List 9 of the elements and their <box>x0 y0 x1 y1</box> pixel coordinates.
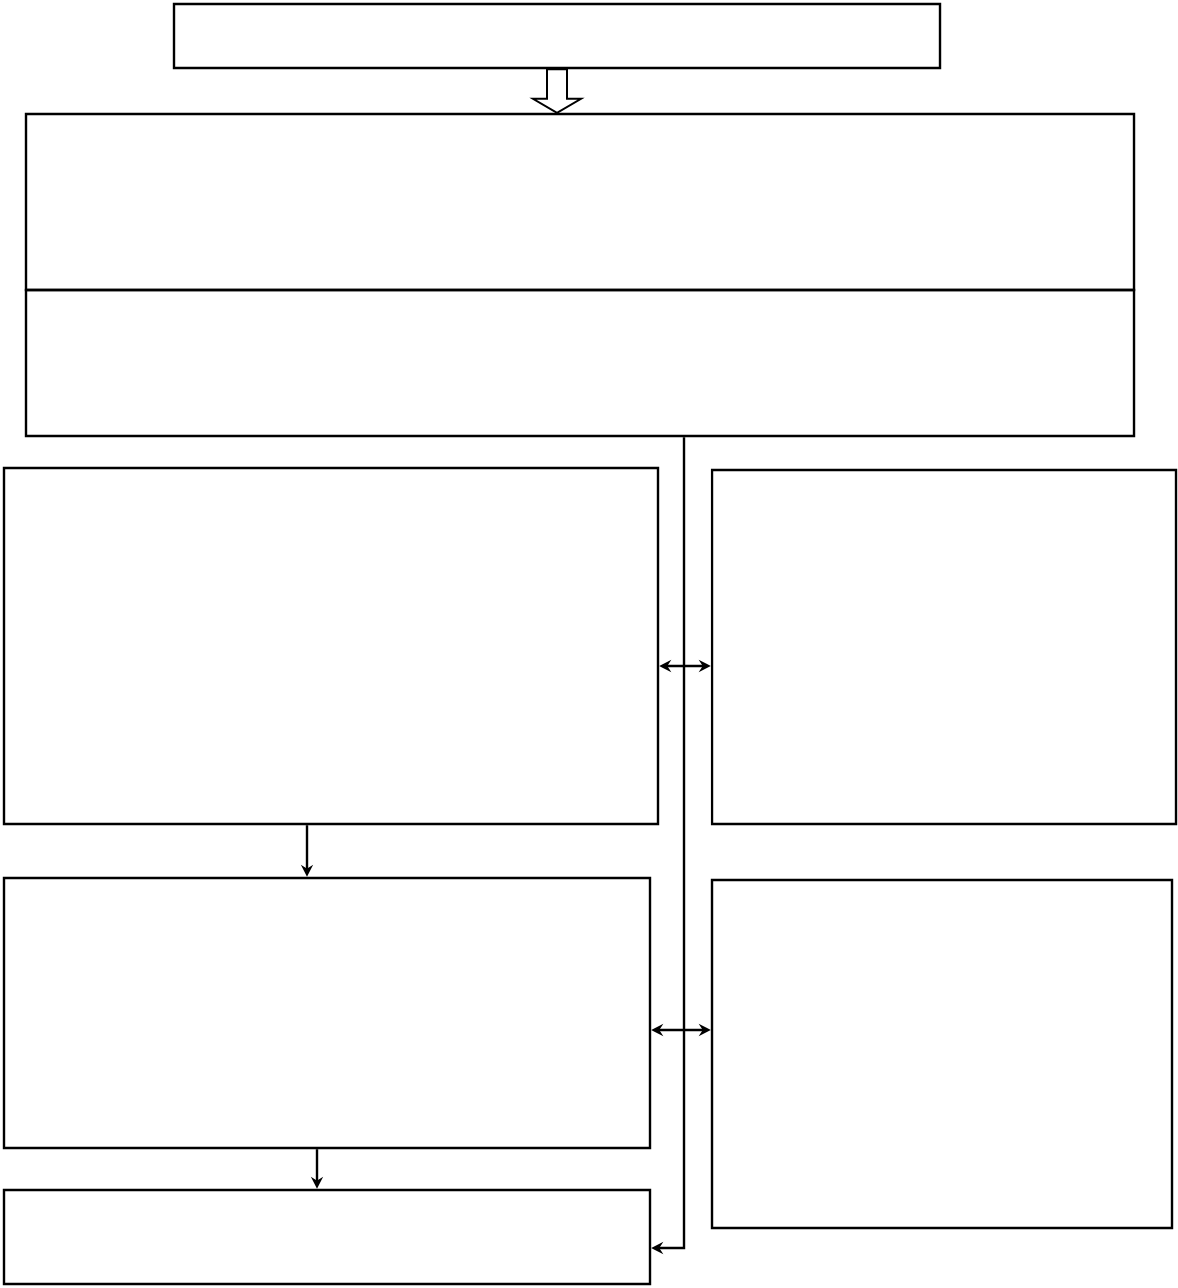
empty-box <box>172 2 942 70</box>
empty-box <box>24 112 1136 292</box>
empty-box <box>2 876 652 1150</box>
empty-box <box>710 878 1174 1230</box>
empty-box <box>710 468 1178 826</box>
empty-box <box>24 288 1136 438</box>
empty-box <box>2 1188 652 1286</box>
block-arrow <box>529 68 585 114</box>
empty-box <box>2 466 660 826</box>
